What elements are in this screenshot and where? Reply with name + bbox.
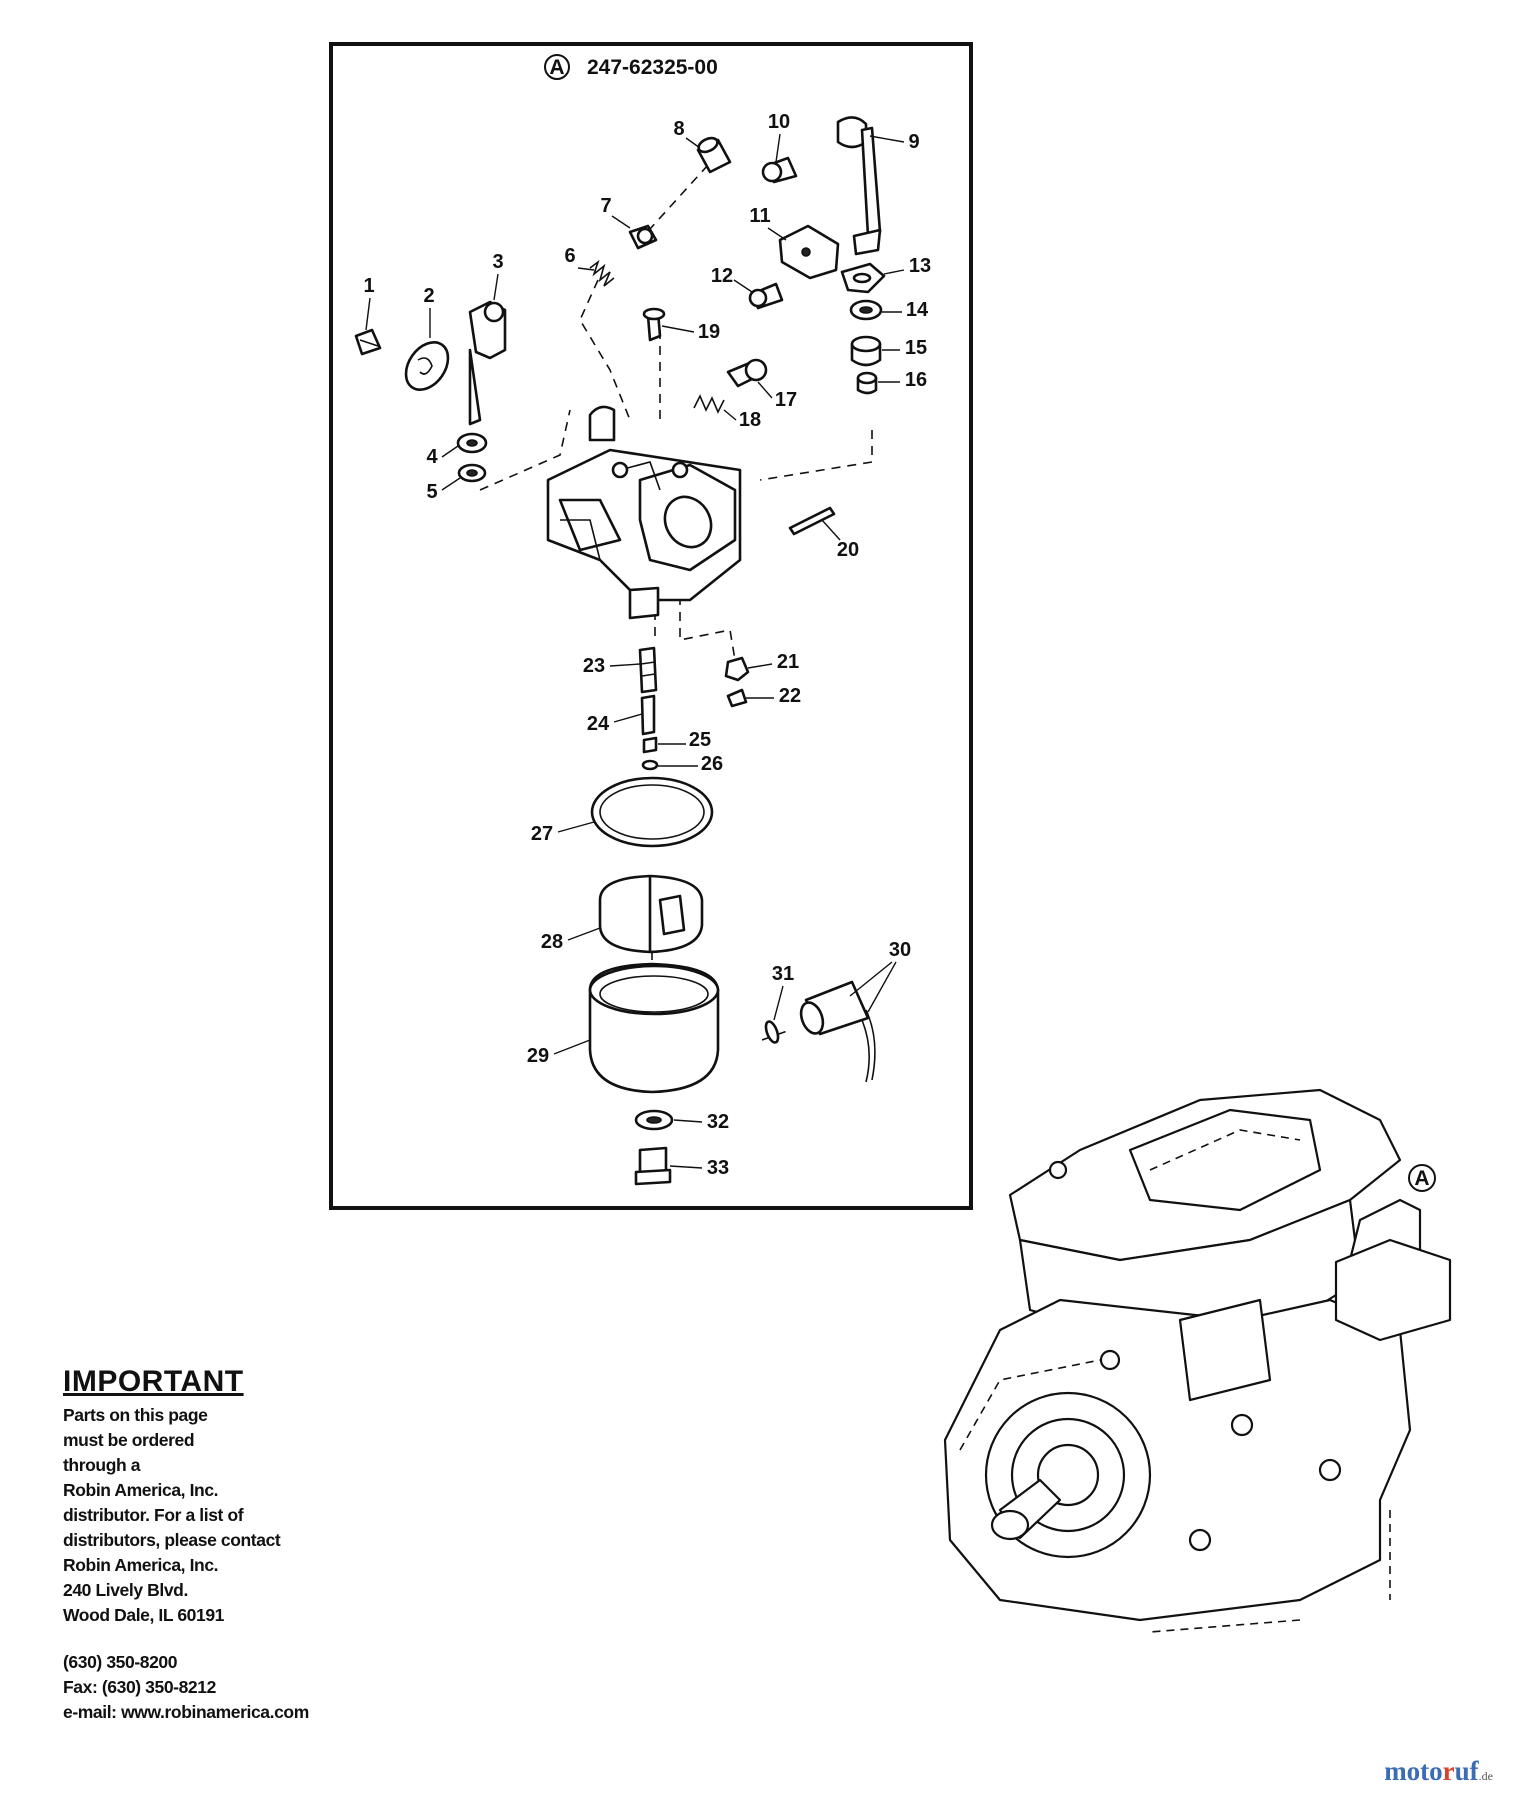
notice-email: e-mail: www.robinamerica.com [63,1702,309,1722]
part-11-plate [778,224,840,280]
part-29-float-bowl [588,962,720,1094]
notice-heading: IMPORTANT [63,1365,244,1398]
notice-line: 240 Lively Blvd. [63,1580,188,1600]
part-22-clip [726,688,748,708]
carburetor-body [546,405,742,620]
part-14-washer [849,299,883,321]
part-31-o-ring [764,1020,780,1044]
part-4-washer [456,432,488,454]
important-notice: IMPORTANT Parts on this page must be ord… [63,1365,393,1725]
callout-6: 6 [564,245,575,267]
callout-19: 19 [698,321,720,343]
callout-32: 32 [707,1111,729,1133]
part-30-solenoid [799,980,876,1083]
notice-line: Robin America, Inc. [63,1480,219,1500]
callout-11: 11 [749,205,770,227]
callout-2: 2 [423,285,434,307]
part-17-screw [726,358,768,388]
callout-28: 28 [541,931,563,953]
notice-line: distributors, please contact [63,1530,281,1550]
part-33-bolt [634,1146,672,1186]
part-25-jet [642,736,658,754]
callout-1: 1 [363,275,374,297]
callout-15: 15 [905,337,927,359]
callout-7: 7 [600,195,611,217]
notice-line: must be ordered [63,1430,195,1450]
callout-9: 9 [908,131,919,153]
part-19-jet [642,307,666,342]
part-13-bracket [840,262,886,294]
assembly-header: A 247-62325-00 [544,54,718,80]
callout-10: 10 [768,111,790,133]
assembly-guides [479,164,873,1041]
part-16-bushing [856,371,878,395]
callout-3: 3 [492,251,503,273]
part-15-seal [850,335,882,367]
part-23-tube [638,646,658,694]
callout-29: 29 [527,1045,549,1067]
callout-17: 17 [775,389,797,411]
part-5-washer [457,463,487,483]
callout-4: 4 [426,446,438,468]
callout-13: 13 [909,255,931,277]
part-12-screw [748,282,784,310]
part-3-lever [468,300,507,426]
callout-26: 26 [701,753,723,775]
watermark-logo: motoruf.de [1384,1756,1493,1787]
part-27-gasket [590,776,714,848]
notice-line: Wood Dale, IL 60191 [63,1605,224,1625]
callout-23: 23 [583,655,605,677]
assembly-ref-circle [544,54,570,80]
callout-18: 18 [739,409,761,431]
part-1-screw [354,328,382,356]
part-6-spring [589,259,615,287]
part-28-float [598,874,704,954]
assembly-part-number: 247-62325-00 [587,56,718,79]
watermark-part: r [1442,1756,1455,1786]
watermark-tld: .de [1478,1769,1493,1783]
notice-line: Parts on this page [63,1405,208,1425]
callout-20: 20 [837,539,859,561]
assembly-ref-letter: A [549,56,564,79]
part-20-pin [788,506,836,536]
part-9-shaft [836,116,882,256]
callout-31: 31 [772,963,794,985]
callout-5: 5 [426,481,437,503]
part-24-jet [640,694,656,736]
callout-14: 14 [906,299,929,321]
locator-letter: A [1414,1167,1429,1190]
locator-circle [1408,1164,1436,1192]
part-8-plug [696,136,732,174]
part-32-washer [634,1109,674,1131]
notice-line: distributor. For a list of [63,1505,244,1525]
notice-spacer [63,1628,393,1650]
part-2-plate [404,341,450,391]
callout-30: 30 [889,939,911,961]
notice-line: Robin America, Inc. [63,1555,219,1575]
part-26-o-ring [641,759,659,771]
assembly-frame [329,42,973,1210]
callout-27: 27 [531,823,553,845]
callout-33: 33 [707,1157,729,1179]
callout-8: 8 [673,118,684,140]
callout-25: 25 [689,729,711,751]
callout-24: 24 [587,713,610,735]
callout-12: 12 [711,265,733,287]
part-7-screw [628,224,658,250]
notice-phone: (630) 350-8200 [63,1652,178,1672]
callouts: 1 2 3 4 5 6 7 8 9 10 11 12 13 14 15 16 1… [363,111,931,1179]
watermark-part: uf [1454,1756,1479,1786]
watermark-part: moto [1384,1756,1443,1786]
notice-fax: Fax: (630) 350-8212 [63,1677,216,1697]
engine-overview: A [943,1088,1452,1633]
callout-21: 21 [777,651,799,673]
part-18-spring [693,394,725,414]
callout-16: 16 [905,369,927,391]
part-10-screw [761,156,798,184]
notice-line: through a [63,1455,141,1475]
part-21-nut [724,656,750,682]
callout-22: 22 [779,685,801,707]
